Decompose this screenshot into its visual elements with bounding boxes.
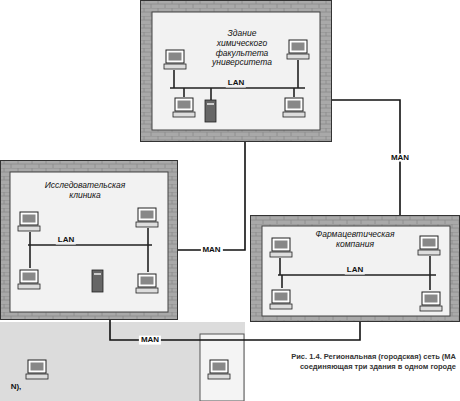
building-box: Исследовательская клиника bbox=[0, 160, 178, 320]
computer-icon bbox=[283, 98, 305, 117]
lan-label: LAN bbox=[226, 79, 246, 88]
man-label: MAN bbox=[139, 336, 161, 345]
building-name: Фармацевтическая компания bbox=[309, 230, 401, 250]
building-name: Исследовательская клиника bbox=[43, 181, 127, 201]
computer-icon bbox=[173, 98, 195, 117]
building-room bbox=[10, 172, 168, 312]
computer-icon bbox=[136, 208, 158, 227]
computer-icon bbox=[208, 360, 230, 379]
computer-icon bbox=[270, 290, 292, 309]
figure-caption: Рис. 1.4. Региональная (городская) сеть … bbox=[250, 352, 456, 372]
computer-icon bbox=[136, 274, 158, 293]
overlay-panel bbox=[0, 322, 245, 401]
lan-label: LAN bbox=[345, 266, 365, 275]
computer-icon bbox=[287, 40, 309, 59]
computer-icon bbox=[26, 360, 48, 379]
server-icon bbox=[92, 270, 103, 292]
man-link bbox=[178, 142, 245, 250]
man-line bbox=[178, 142, 245, 250]
building-room bbox=[262, 226, 450, 316]
computer-icon bbox=[18, 212, 40, 231]
server-icon bbox=[205, 100, 216, 122]
lan-wire bbox=[28, 228, 152, 272]
man-label: MAN bbox=[200, 246, 222, 255]
building-box: Здание химического факультета университе… bbox=[140, 0, 332, 142]
building-wall bbox=[140, 0, 332, 142]
overlay-box bbox=[200, 334, 244, 401]
lan-wire bbox=[278, 256, 436, 290]
computer-icon bbox=[270, 238, 292, 257]
lan-label: LAN bbox=[56, 236, 76, 245]
building-wall bbox=[0, 160, 178, 320]
computer-icon bbox=[164, 50, 186, 69]
building-name: Здание химического факультета университе… bbox=[209, 29, 275, 68]
building-wall bbox=[250, 215, 460, 322]
computer-icon bbox=[420, 292, 442, 311]
man-label: MAN bbox=[389, 153, 411, 162]
computer-icon bbox=[18, 270, 40, 289]
fragment-text: N), bbox=[9, 383, 24, 392]
building-room bbox=[152, 12, 320, 130]
computer-icon bbox=[418, 236, 440, 255]
